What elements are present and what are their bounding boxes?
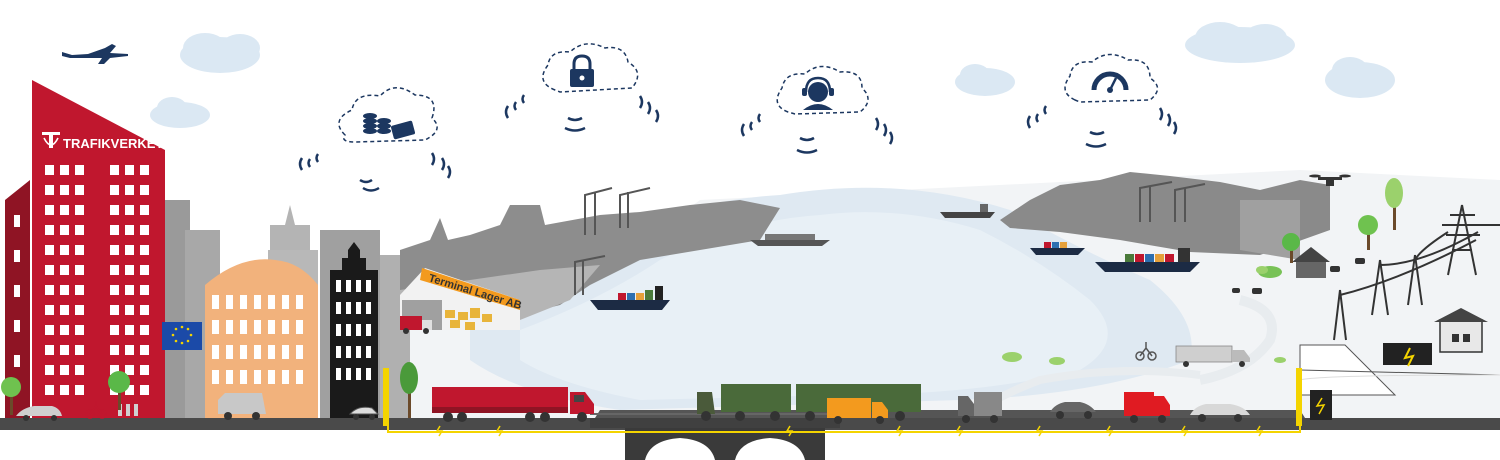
sky-clouds: [150, 22, 1395, 128]
container-ship-mid: [1030, 242, 1085, 255]
drone-icon: [1309, 174, 1351, 186]
orange-truck: [827, 398, 888, 424]
charging-poles: [383, 368, 1332, 426]
connectivity-cloud-security: [542, 43, 639, 93]
tanker-ship: [940, 204, 995, 218]
speedometer-icon: [1091, 71, 1129, 93]
dark-car: [1050, 402, 1096, 419]
cows: [1232, 258, 1365, 294]
padlock-icon: [570, 54, 594, 87]
substation: [1299, 308, 1500, 396]
eu-flag: [162, 322, 202, 350]
container-ship-left: [590, 286, 670, 310]
connectivity-cloud-speed: [1064, 53, 1159, 103]
cable-lightning-marks: [435, 425, 1264, 437]
dark-red-building: [5, 180, 30, 420]
farmhouse: [1292, 247, 1330, 278]
coins-and-card-icon: [363, 113, 415, 140]
red-semi-truck: [432, 387, 594, 422]
cranes-right: [1139, 181, 1206, 222]
orange-facade-building: [205, 259, 318, 420]
connectivity-cloud-payments: [338, 87, 438, 143]
electric-scooter: [348, 406, 380, 420]
headset-support-icon: [802, 76, 834, 110]
cranes-left: [574, 187, 651, 295]
black-gothic-building: [330, 242, 378, 420]
small-red-truck: [400, 316, 432, 334]
signal-waves: [298, 94, 1178, 192]
connectivity-cloud-support: [776, 65, 869, 115]
white-truck-rural: [1175, 345, 1250, 367]
container-ship-right: [1095, 248, 1200, 272]
bridge: [590, 413, 840, 460]
white-van-left: [218, 393, 266, 420]
bushes: [1002, 266, 1286, 365]
airplane-icon: [62, 44, 128, 64]
cyclist-icon: [85, 401, 107, 419]
ferry: [750, 234, 830, 246]
brand-name: TRAFIKVERKET: [63, 136, 163, 151]
power-pylons: [1333, 204, 1500, 341]
trafikverket-tower: TRAFIKVERKET: [32, 80, 165, 420]
trees-left: [1, 362, 418, 418]
trafikverket-logo-icon: [42, 132, 60, 148]
white-car: [1190, 404, 1250, 422]
cyclist-road-icon: [1135, 342, 1157, 361]
small-car-left: [16, 406, 62, 421]
grey-truck: [958, 392, 1002, 423]
red-box-truck: [1124, 392, 1170, 423]
